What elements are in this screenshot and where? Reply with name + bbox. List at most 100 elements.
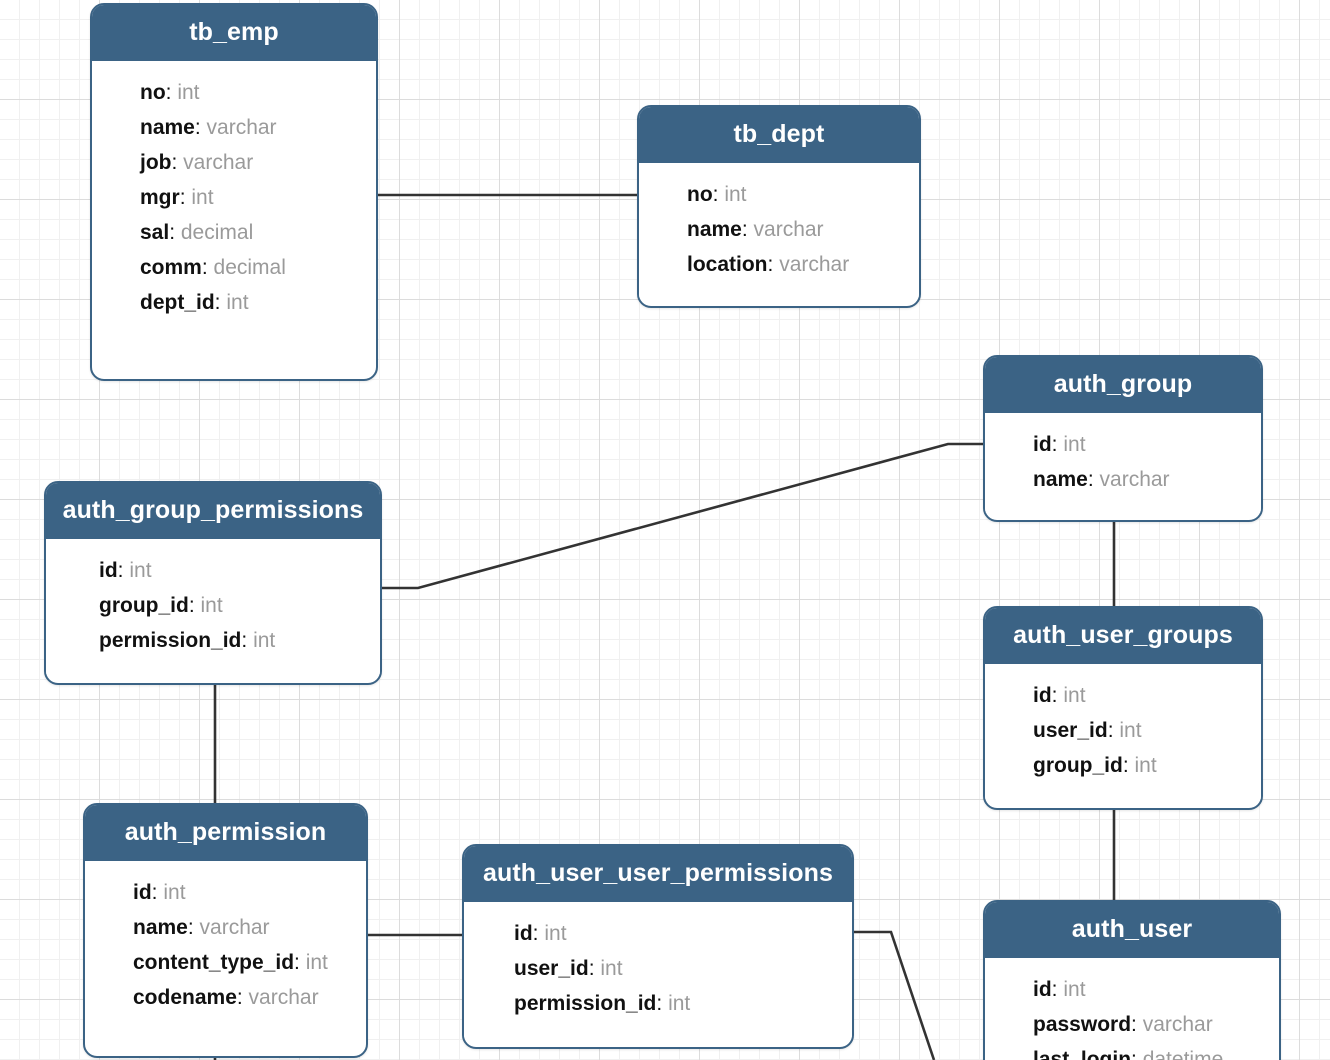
relationship-edge [382,442,984,590]
field-type: int [177,81,200,104]
field-type: int [129,559,152,582]
field-name: id [1033,684,1052,707]
field-row: id: int [985,678,1261,713]
entity-title-auth_user_groups: auth_user_groups [985,608,1261,664]
field-name: codename [133,986,237,1009]
field-separator: : [656,992,669,1015]
field-separator: : [1051,978,1064,1001]
field-name: content_type_id [133,951,295,974]
field-row: id: int [85,875,366,910]
field-type: decimal [180,221,254,244]
field-type: int [600,957,623,980]
field-type: int [1063,433,1086,456]
field-separator: : [187,916,200,939]
field-name: password [1033,1013,1132,1036]
field-type: datetime [1142,1048,1224,1060]
field-name: name [1033,468,1088,491]
field-name: no [140,81,166,104]
field-name: permission_id [514,992,657,1015]
field-type: int [305,951,328,974]
field-row: name: varchar [639,212,919,247]
field-separator: : [1051,433,1064,456]
entity-title-tb_emp: tb_emp [92,5,376,61]
field-name: group_id [1033,754,1123,777]
entity-title-tb_dept: tb_dept [639,107,919,163]
field-type: varchar [199,916,270,939]
field-separator: : [1122,754,1135,777]
field-name: job [140,151,172,174]
field-row: permission_id: int [46,623,380,658]
field-row: name: varchar [85,910,366,945]
field-name: sal [140,221,170,244]
field-name: location [687,253,768,276]
field-row: user_id: int [464,951,852,986]
field-row: codename: varchar [85,980,366,1015]
field-separator: : [532,922,545,945]
field-name: dept_id [140,291,215,314]
field-row: name: varchar [92,110,376,145]
relationship-edge [853,930,936,1060]
field-name: name [687,218,742,241]
field-separator: : [1087,468,1100,491]
field-type: int [1063,978,1086,1001]
entity-title-auth_user_user_permissions: auth_user_user_permissions [464,846,852,902]
field-name: id [514,922,533,945]
field-separator: : [1131,1048,1143,1060]
field-separator: : [241,629,254,652]
field-row: name: varchar [985,462,1261,497]
field-name: user_id [1033,719,1108,742]
field-type: varchar [779,253,850,276]
field-name: id [1033,433,1052,456]
field-type: int [253,629,276,652]
field-type: int [1134,754,1157,777]
field-type: int [200,594,223,617]
field-separator: : [588,957,601,980]
entity-title-auth_group_permissions: auth_group_permissions [46,483,380,539]
entity-fields-tb_emp: no: int name: varchar job: varchar mgr: int… [92,61,376,336]
field-row: location: varchar [639,247,919,282]
entity-title-auth_user: auth_user [985,902,1279,958]
field-name: name [140,116,195,139]
field-row: id: int [464,916,852,951]
field-name: mgr [140,186,180,209]
field-name: group_id [99,594,189,617]
field-separator: : [741,218,754,241]
field-name: last_login [1033,1048,1132,1060]
field-name: id [1033,978,1052,1001]
field-row: user_id: int [985,713,1261,748]
field-separator: : [194,116,207,139]
entity-title-auth_group: auth_group [985,357,1261,413]
field-row: content_type_id: int [85,945,366,980]
field-row: mgr: int [92,180,376,215]
field-type: int [1119,719,1142,742]
field-separator: : [1051,684,1064,707]
field-row: sal: decimal [92,215,376,250]
field-row: id: int [46,553,380,588]
field-separator: : [179,186,192,209]
field-name: no [687,183,713,206]
field-name: comm [140,256,202,279]
field-row: permission_id: int [464,986,852,1021]
field-separator: : [294,951,306,974]
field-type: int [163,881,186,904]
field-name: permission_id [99,629,242,652]
field-row: dept_id: int [92,285,376,320]
field-type: varchar [206,116,277,139]
field-row: group_id: int [46,588,380,623]
field-separator: : [214,291,227,314]
field-separator: : [169,221,181,244]
